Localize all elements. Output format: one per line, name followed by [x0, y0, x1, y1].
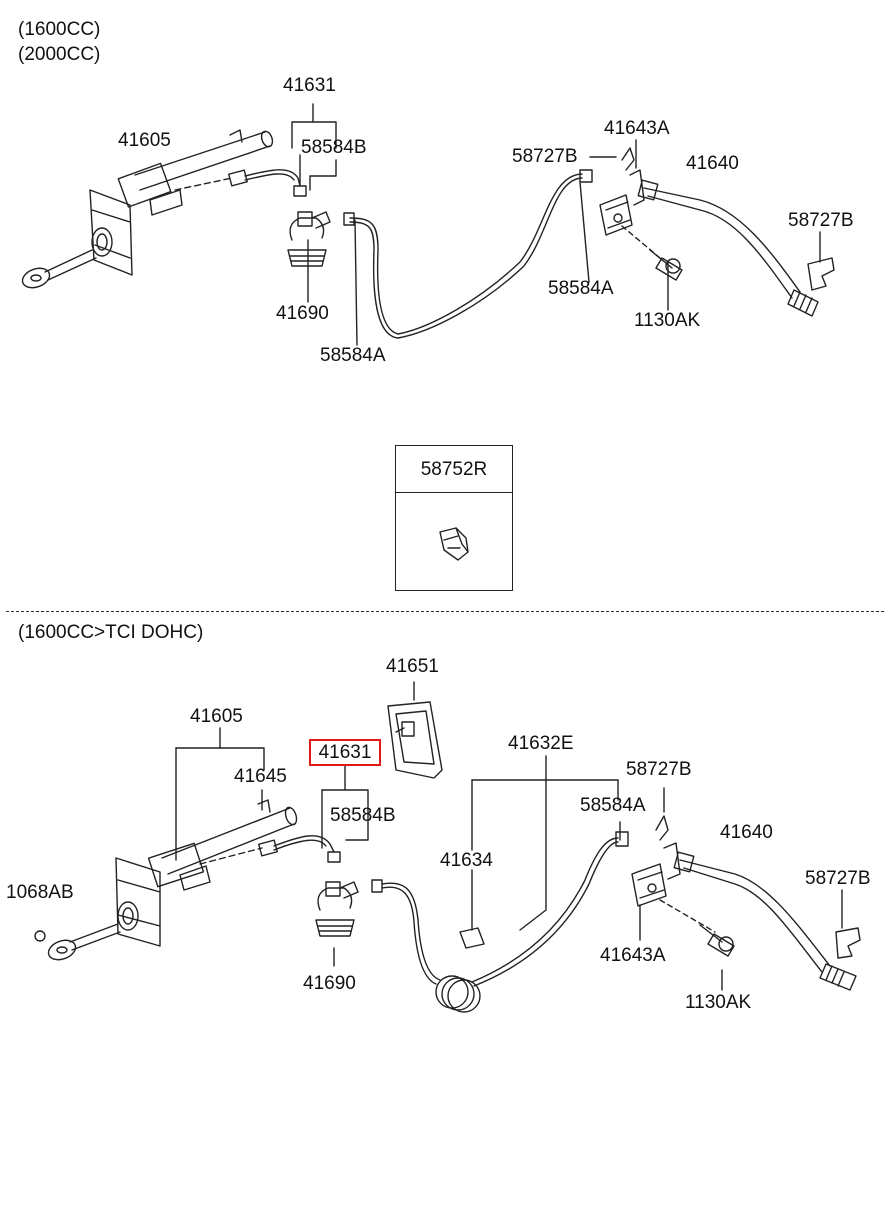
part-label-58584A-b[interactable]: 58584A: [580, 795, 646, 816]
part-label-1130AK[interactable]: 1130AK: [634, 310, 701, 331]
part-label-58584B[interactable]: 58584B: [301, 137, 367, 158]
highlighted-part-41631[interactable]: 41631: [309, 739, 381, 766]
inset-title[interactable]: 58752R: [396, 446, 512, 493]
part-label-41640[interactable]: 41640: [686, 153, 739, 174]
bottom-bracket-hose: [631, 815, 861, 991]
part-label-41643A-b[interactable]: 41643A: [600, 945, 666, 966]
section-divider: [6, 611, 884, 612]
engine-header-2000: (2000CC): [18, 44, 101, 65]
bottom-leader-lines: [175, 681, 843, 991]
part-label-41605[interactable]: 41605: [118, 130, 171, 151]
part-label-41632E[interactable]: 41632E: [508, 733, 574, 754]
part-label-1068AB[interactable]: 1068AB: [6, 882, 74, 903]
part-label-41645[interactable]: 41645: [234, 766, 287, 787]
part-label-41643A[interactable]: 41643A: [604, 118, 670, 139]
engine-header-tci: (1600CC>TCI DOHC): [18, 622, 204, 643]
part-label-58727B-b[interactable]: 58727B: [626, 759, 692, 780]
part-label-41640-b[interactable]: 41640: [720, 822, 773, 843]
part-label-41634[interactable]: 41634: [440, 850, 493, 871]
top-reservoir: [287, 211, 331, 267]
part-label-58727B[interactable]: 58727B: [512, 146, 578, 167]
part-label-1130AK-b[interactable]: 1130AK: [685, 992, 752, 1013]
part-label-58727B-clip[interactable]: 58727B: [788, 210, 854, 231]
part-label-41651[interactable]: 41651: [386, 656, 439, 677]
part-label-41605-b[interactable]: 41605: [190, 706, 243, 727]
top-master-cylinder: [21, 129, 307, 289]
top-leader-lines: [291, 103, 821, 346]
bottom-master-cylinder: [34, 799, 341, 961]
part-label-41631[interactable]: 41631: [283, 75, 336, 96]
part-label-58584B-b[interactable]: 58584B: [330, 805, 396, 826]
part-label-41690[interactable]: 41690: [276, 303, 329, 324]
part-label-58584A[interactable]: 58584A: [548, 278, 614, 299]
inset-clip-art: [439, 527, 469, 561]
top-pipe: [343, 169, 593, 339]
part-label-41690-b[interactable]: 41690: [303, 973, 356, 994]
inset-box-58752R: 58752R: [395, 445, 513, 591]
engine-header-1600: (1600CC): [18, 19, 101, 40]
part-label-58584A-pipe[interactable]: 58584A: [320, 345, 386, 366]
part-label-41631-b[interactable]: 41631: [318, 742, 372, 763]
bottom-gasket: [387, 701, 443, 779]
bottom-coiled-pipe: [371, 831, 629, 1013]
part-label-58727B-clip-b[interactable]: 58727B: [805, 868, 871, 889]
top-bracket-hose: [599, 147, 835, 317]
bottom-reservoir: [315, 881, 359, 937]
